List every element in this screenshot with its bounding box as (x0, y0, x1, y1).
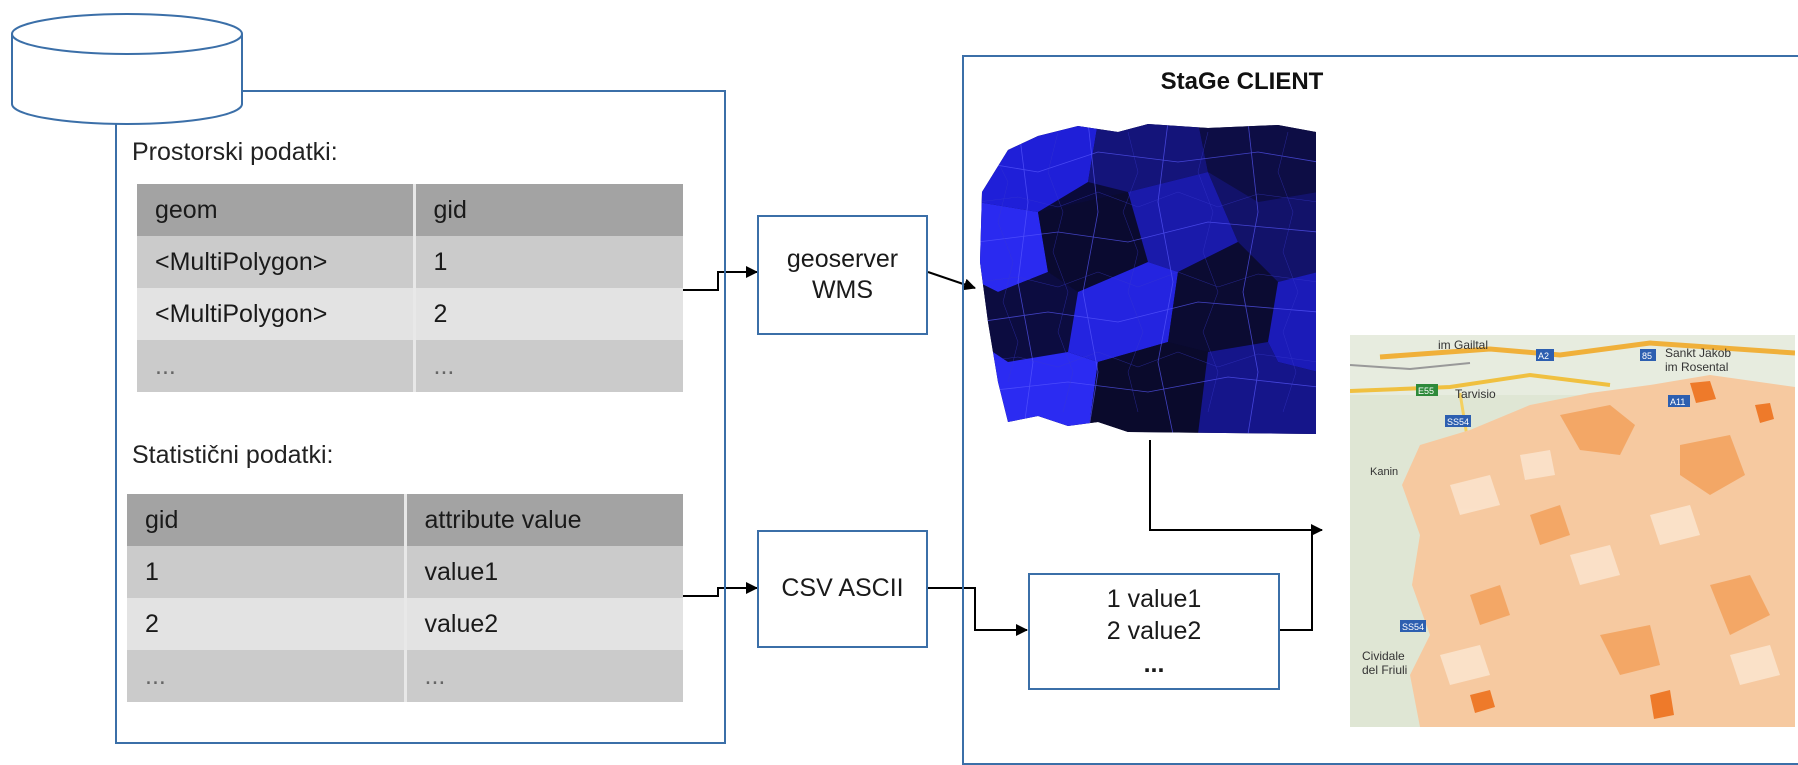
geoserver-wms-box: geoserver WMS (757, 215, 928, 335)
table-row: ... ... (127, 650, 683, 702)
column-header: gid (127, 494, 405, 546)
result-choropleth-map: A2 85 E55 A11 SS54 SS54 im Gailtal Sankt… (1350, 335, 1795, 727)
table-cell: value1 (403, 546, 683, 598)
table-cell: <MultiPolygon> (137, 288, 414, 340)
table-header-row: geom gid (137, 184, 683, 236)
road-label: A2 (1538, 351, 1549, 361)
table-cell: 2 (127, 598, 405, 650)
arrow-csv-to-databox (928, 587, 1028, 636)
data-line: 1 value1 (1106, 584, 1202, 613)
table-cell: 2 (412, 288, 683, 340)
column-header: gid (412, 184, 683, 236)
table-row: <MultiPolygon> 1 (137, 236, 683, 288)
map-place-label: Cividale (1362, 649, 1405, 663)
road-label: E55 (1418, 386, 1434, 396)
csv-ascii-box: CSV ASCII (757, 530, 928, 648)
table-row: ... ... (137, 340, 683, 392)
table-row: <MultiPolygon> 2 (137, 288, 683, 340)
arrow-map-to-result (1149, 440, 1323, 536)
spatial-data-title: Prostorski podatki: (132, 138, 338, 166)
database-panel (115, 90, 726, 744)
arrow-stat-to-csv (683, 582, 758, 597)
client-data-box: 1 value1 2 value2 ... (1028, 573, 1280, 690)
road-label: SS54 (1402, 622, 1424, 632)
table-cell: ... (137, 340, 414, 392)
client-title: StaGe CLIENT (1160, 68, 1324, 95)
table-cell: 1 (127, 546, 405, 598)
road-label: A11 (1670, 397, 1685, 407)
spatial-data-table: geom gid <MultiPolygon> 1 <MultiPolygon>… (137, 184, 683, 392)
table-cell: <MultiPolygon> (137, 236, 414, 288)
database-icon (11, 13, 243, 125)
column-header: geom (137, 184, 414, 236)
map-place-label: del Friuli (1362, 663, 1407, 677)
table-cell: ... (403, 650, 683, 702)
table-header-row: gid attribute value (127, 494, 683, 546)
data-line: 2 value2 (1106, 617, 1202, 646)
statistical-data-title: Statistični podatki: (132, 441, 334, 469)
table-cell: ... (127, 650, 405, 702)
wms-choropleth-map (980, 124, 1316, 434)
arrow-databox-to-result (1280, 530, 1313, 631)
statistical-data-table: gid attribute value 1 value1 2 value2 ..… (127, 494, 683, 702)
road-label: 85 (1642, 351, 1652, 361)
table-row: 1 value1 (127, 546, 683, 598)
table-row: 2 value2 (127, 598, 683, 650)
road-label: SS54 (1447, 417, 1469, 427)
arrow-spatial-to-wms (683, 266, 758, 291)
map-place-label: Tarvisio (1455, 387, 1496, 401)
table-cell: 1 (412, 236, 683, 288)
map-place-label: Kanin (1370, 466, 1398, 478)
map-place-label: Sankt Jakob (1665, 346, 1731, 360)
arrow-wms-to-map (927, 271, 976, 291)
column-header: attribute value (403, 494, 683, 546)
map-place-label: im Gailtal (1438, 338, 1488, 352)
data-line: ... (1143, 649, 1165, 678)
map-place-label: im Rosental (1665, 360, 1728, 374)
table-cell: ... (412, 340, 683, 392)
table-cell: value2 (403, 598, 683, 650)
